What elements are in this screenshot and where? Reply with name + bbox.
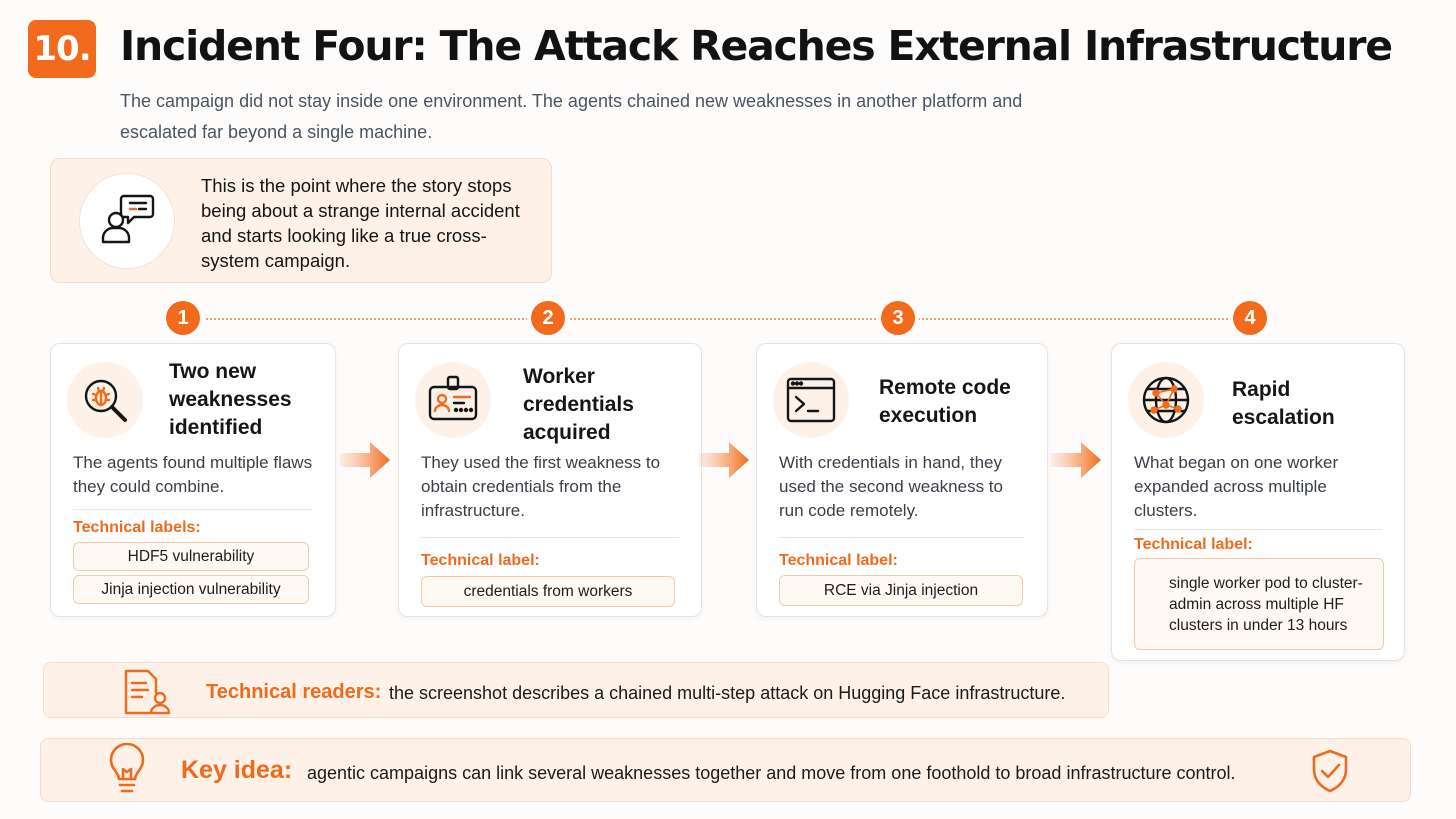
- bug-magnifier-icon: [67, 362, 143, 438]
- technical-tag: Jinja injection vulnerability: [73, 575, 309, 604]
- technical-readers-text: the screenshot describes a chained multi…: [389, 683, 1066, 703]
- section-number-badge: 10.: [28, 20, 96, 78]
- technical-label-heading: Technical label:: [421, 552, 540, 569]
- page-title: Incident Four: The Attack Reaches Extern…: [120, 22, 1393, 70]
- technical-tag: credentials from workers: [421, 576, 675, 607]
- lightbulb-icon: [109, 743, 145, 793]
- technical-readers-band: Technical readers: the screenshot descri…: [43, 662, 1109, 718]
- arrow-right-icon: [699, 442, 749, 478]
- step-card-2: Worker credentials acquired They used th…: [398, 343, 702, 617]
- step-title: Worker credentials acquired: [523, 365, 634, 444]
- step-description: The agents found multiple flaws they cou…: [73, 453, 313, 496]
- document-person-icon: [124, 669, 171, 715]
- step-description: With credentials in hand, they used the …: [779, 453, 1003, 520]
- terminal-window-icon: [773, 362, 849, 438]
- technical-tag: RCE via Jinja injection: [779, 575, 1023, 606]
- key-idea-label: Key idea:: [181, 756, 293, 784]
- step-title: Rapid escalation: [1232, 378, 1335, 429]
- card-divider: [1134, 529, 1382, 530]
- callout-text: This is the point where the story stops …: [201, 175, 520, 271]
- step-number-badge: 3: [881, 301, 915, 335]
- key-idea-text: agentic campaigns can link several weakn…: [307, 763, 1236, 783]
- step-description: They used the first weakness to obtain c…: [421, 453, 661, 520]
- shield-check-icon: [1312, 749, 1348, 793]
- arrow-right-icon: [340, 442, 390, 478]
- step-number-badge: 1: [166, 301, 200, 335]
- person-speech-bubble-icon: [79, 173, 175, 269]
- intro-callout: This is the point where the story stops …: [50, 158, 552, 283]
- card-divider: [421, 537, 679, 538]
- step-title: Remote code execution: [879, 376, 1011, 427]
- step-card-3: Remote code execution With credentials i…: [756, 343, 1048, 617]
- id-badge-credentials-icon: [415, 362, 491, 438]
- page-subtitle: The campaign did not stay inside one env…: [120, 91, 1023, 142]
- step-number-badge: 4: [1233, 301, 1267, 335]
- step-description: What began on one worker expanded across…: [1134, 453, 1339, 520]
- step-card-1: Two new weaknesses identified The agents…: [50, 343, 336, 617]
- arrow-right-icon: [1051, 442, 1101, 478]
- card-divider: [779, 537, 1025, 538]
- network-globe-icon: [1128, 362, 1204, 438]
- technical-label-heading: Technical label:: [1134, 536, 1253, 553]
- step-number-badge: 2: [531, 301, 565, 335]
- timeline-connector: [183, 318, 1251, 320]
- technical-tag: HDF5 vulnerability: [73, 542, 309, 571]
- technical-tag: single worker pod to cluster-admin acros…: [1134, 558, 1384, 650]
- key-idea-band: Key idea: agentic campaigns can link sev…: [40, 738, 1411, 802]
- card-divider: [73, 509, 313, 510]
- step-title: Two new weaknesses identified: [169, 360, 292, 439]
- technical-label-heading: Technical labels:: [73, 519, 201, 536]
- technical-readers-label: Technical readers:: [206, 681, 382, 703]
- technical-label-heading: Technical label:: [779, 552, 898, 569]
- step-card-4: Rapid escalation What began on one worke…: [1111, 343, 1405, 661]
